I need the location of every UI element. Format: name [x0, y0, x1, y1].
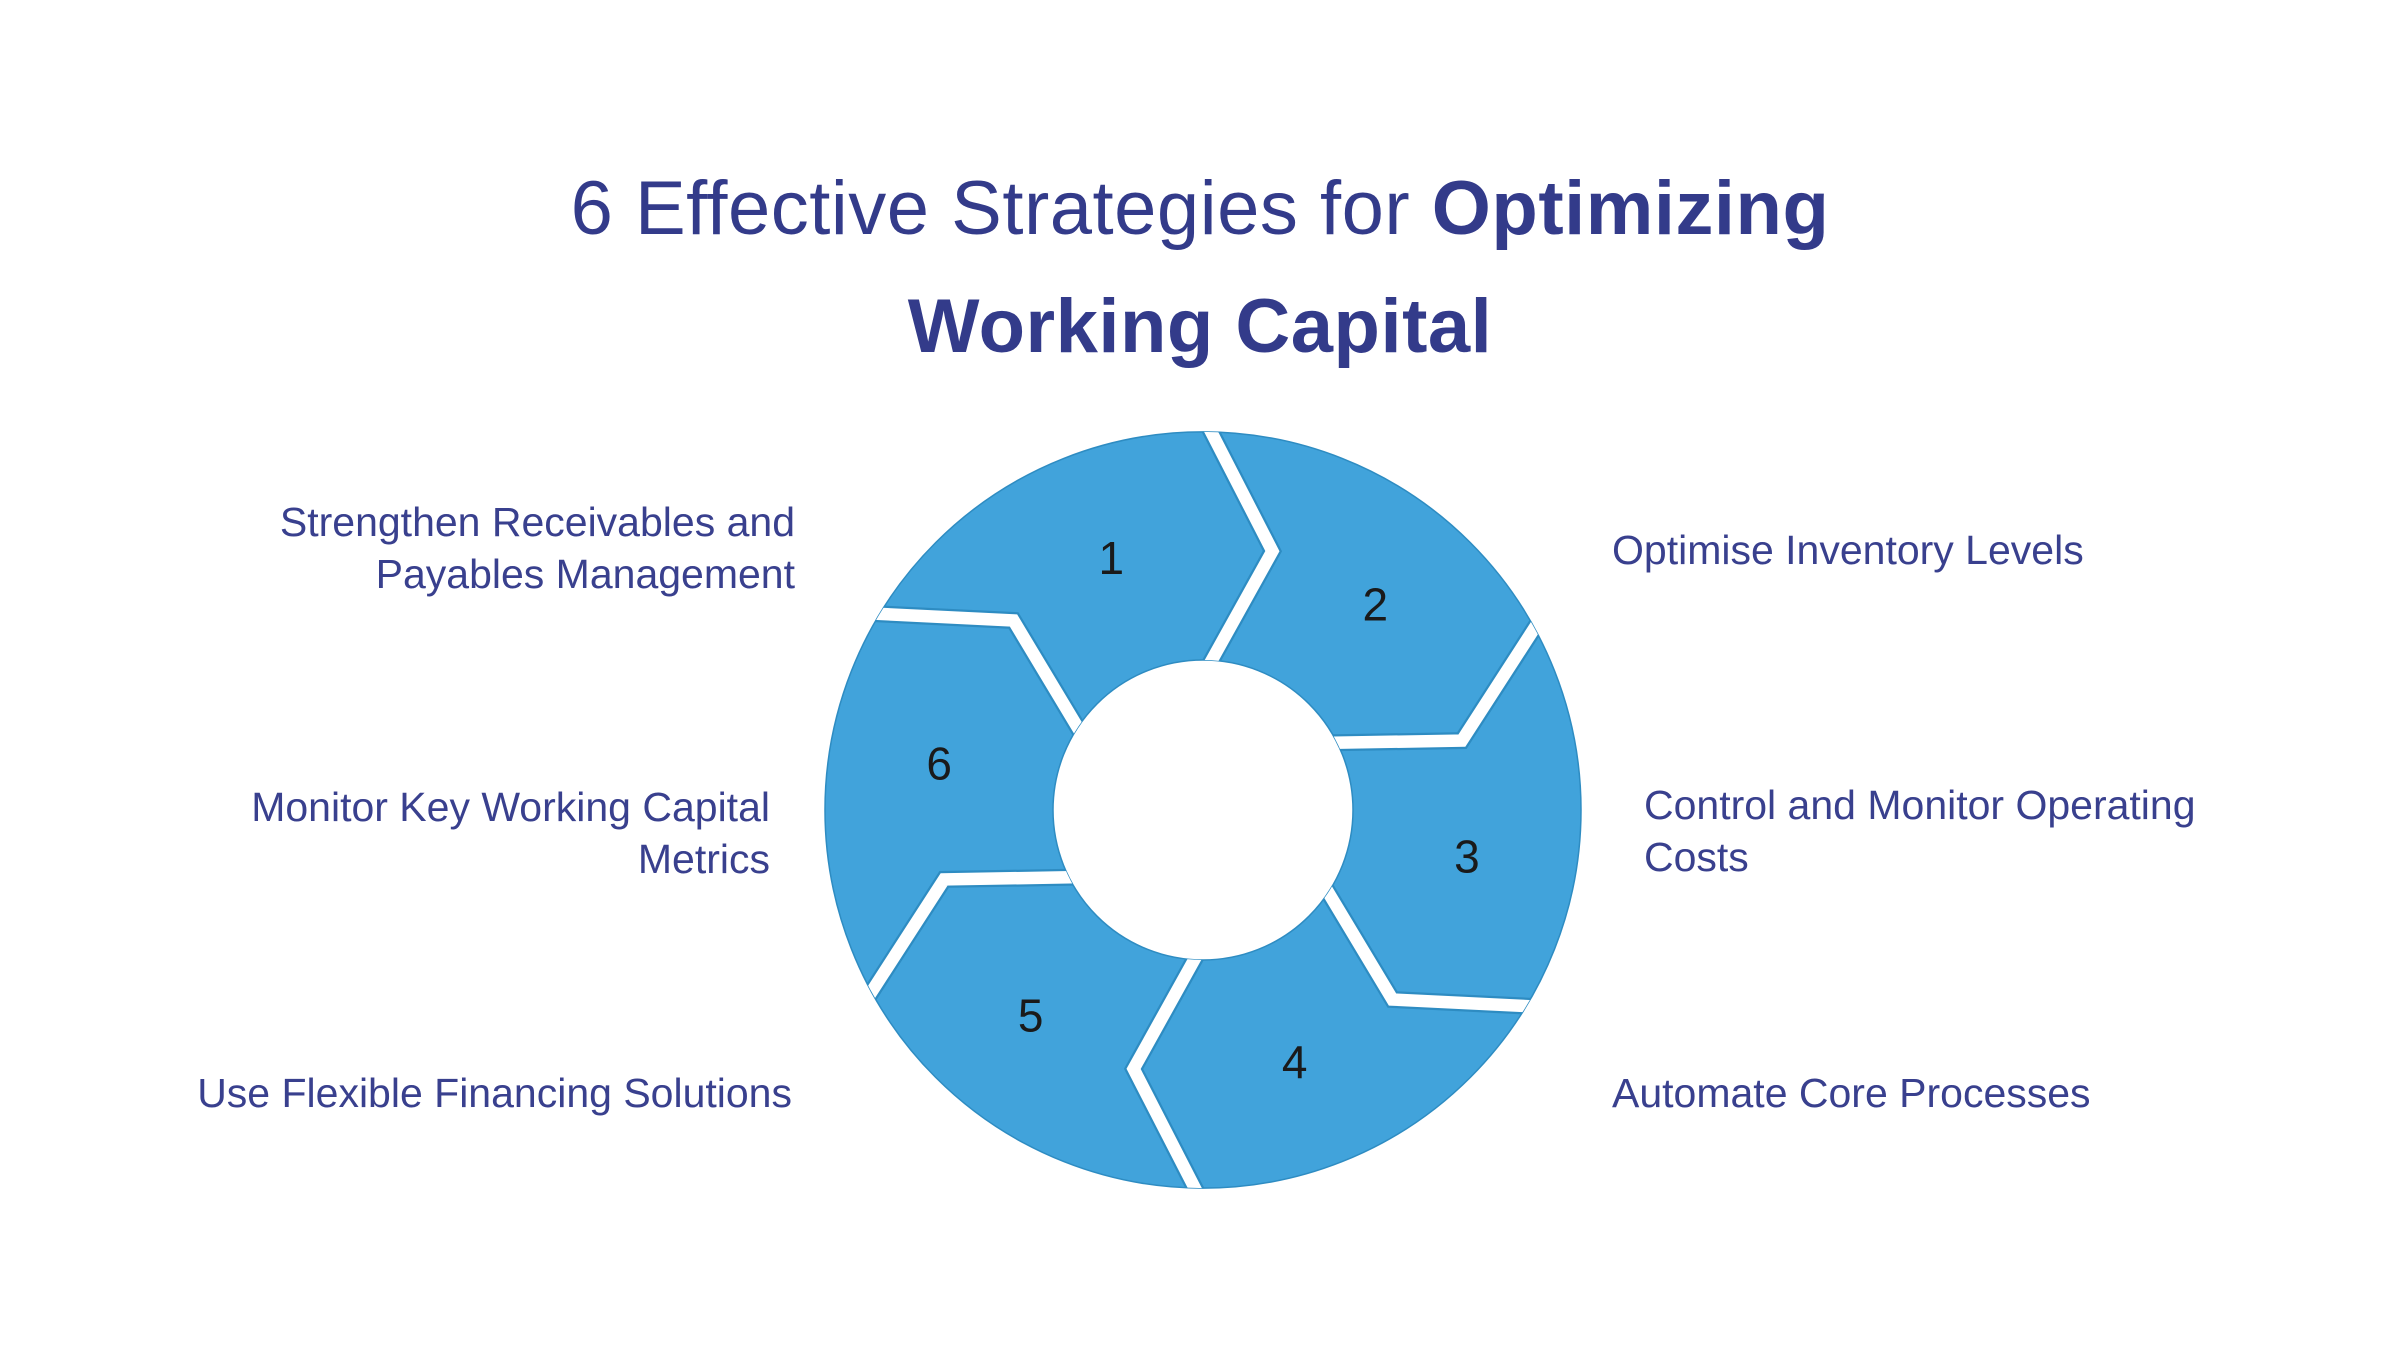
label-strengthen-receivables: Strengthen Receivables and Payables Mana… — [95, 496, 795, 600]
separator-gap — [1126, 940, 1209, 1189]
label-line: Payables Management — [375, 551, 795, 597]
separator-gap — [861, 606, 1093, 747]
cycle-ring — [824, 431, 1582, 1189]
label-line: Optimise Inventory Levels — [1612, 527, 2084, 573]
segment-number-4: 4 — [1282, 1036, 1308, 1088]
label-control-costs: Control and Monitor Operating Costs — [1644, 779, 2344, 883]
label-line: Costs — [1644, 834, 1749, 880]
segment-number-2: 2 — [1363, 579, 1389, 631]
segment-number-1: 1 — [1099, 532, 1125, 584]
segment-number-5: 5 — [1018, 989, 1044, 1041]
label-automate-processes: Automate Core Processes — [1612, 1067, 2312, 1119]
title-line-1: 6 Effective Strategies for Optimizing — [0, 150, 2400, 268]
separator-gap — [856, 870, 1088, 1011]
label-line: Monitor Key Working Capital — [251, 784, 770, 830]
label-line: Use Flexible Financing Solutions — [197, 1070, 792, 1116]
label-line: Metrics — [637, 836, 770, 882]
segment-number-6: 6 — [926, 738, 952, 790]
separator-gap — [1313, 873, 1545, 1014]
page-title: 6 Effective Strategies for Optimizing Wo… — [0, 150, 2400, 386]
label-line: Automate Core Processes — [1612, 1070, 2091, 1116]
label-line: Strengthen Receivables and — [279, 499, 795, 545]
title-regular-text: 6 Effective Strategies for — [570, 166, 1432, 251]
cycle-diagram: 1 2 3 4 5 6 — [824, 431, 1582, 1189]
segment-number-3: 3 — [1454, 831, 1480, 883]
separator-gap — [1318, 609, 1550, 750]
label-optimise-inventory: Optimise Inventory Levels — [1612, 524, 2312, 576]
title-line-2: Working Capital — [907, 284, 1493, 369]
title-bold-text-1: Optimizing — [1431, 166, 1830, 251]
label-flexible-financing: Use Flexible Financing Solutions — [92, 1067, 792, 1119]
segment-separators — [854, 431, 1552, 1189]
label-line: Control and Monitor Operating — [1644, 782, 2196, 828]
separator-gap — [1197, 431, 1280, 680]
label-monitor-metrics: Monitor Key Working Capital Metrics — [70, 781, 770, 885]
